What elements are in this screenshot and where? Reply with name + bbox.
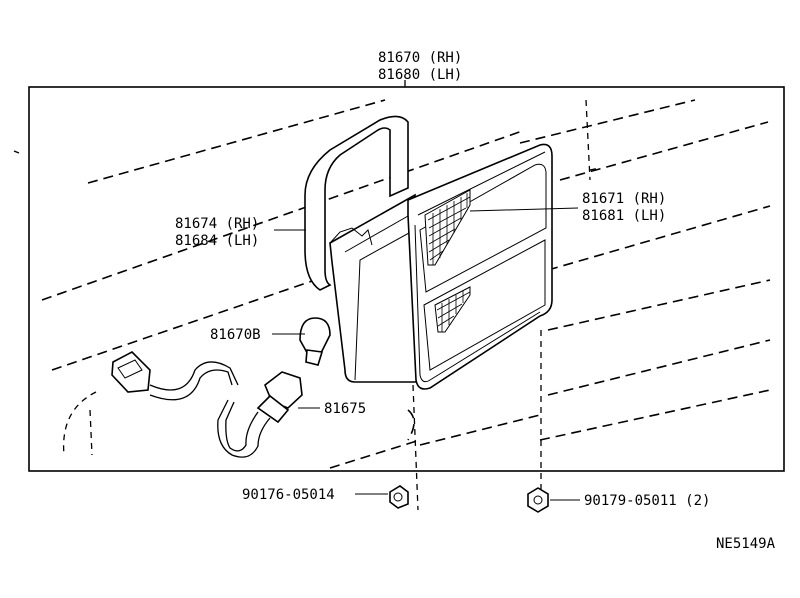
nut-left-part <box>389 485 409 509</box>
label-lens-lh: 81681 (LH) <box>582 208 666 224</box>
label-nut-left: 90176-05014 <box>242 487 335 503</box>
socket-harness <box>111 351 303 458</box>
leader-lines <box>272 207 580 501</box>
label-lens-rh: 81671 (RH) <box>582 191 666 207</box>
diagram-frame <box>28 86 785 472</box>
stud-axis-left <box>412 384 419 511</box>
label-assembly-rh: 81670 (RH) <box>378 50 462 66</box>
lens-grid-upper <box>424 189 471 266</box>
reference-code: NE5149A <box>716 536 776 552</box>
lamp-housing <box>329 193 419 383</box>
vehicle-outline-lines <box>41 99 771 469</box>
lamp-lens <box>407 143 553 390</box>
label-socket: 81675 <box>324 401 366 417</box>
lens-grid-lower <box>434 286 471 333</box>
label-gasket-lh: 81684 (LH) <box>175 233 259 249</box>
stray-mark <box>13 150 20 154</box>
label-nut-right: 90179-05011 (2) <box>584 493 710 509</box>
nut-right-part <box>527 487 549 513</box>
bulb-part <box>299 317 331 366</box>
label-assembly-lh: 81680 (LH) <box>378 67 462 83</box>
gasket-part <box>304 115 409 291</box>
label-gasket-rh: 81674 (RH) <box>175 216 259 232</box>
label-bulb: 81670B <box>210 327 261 343</box>
